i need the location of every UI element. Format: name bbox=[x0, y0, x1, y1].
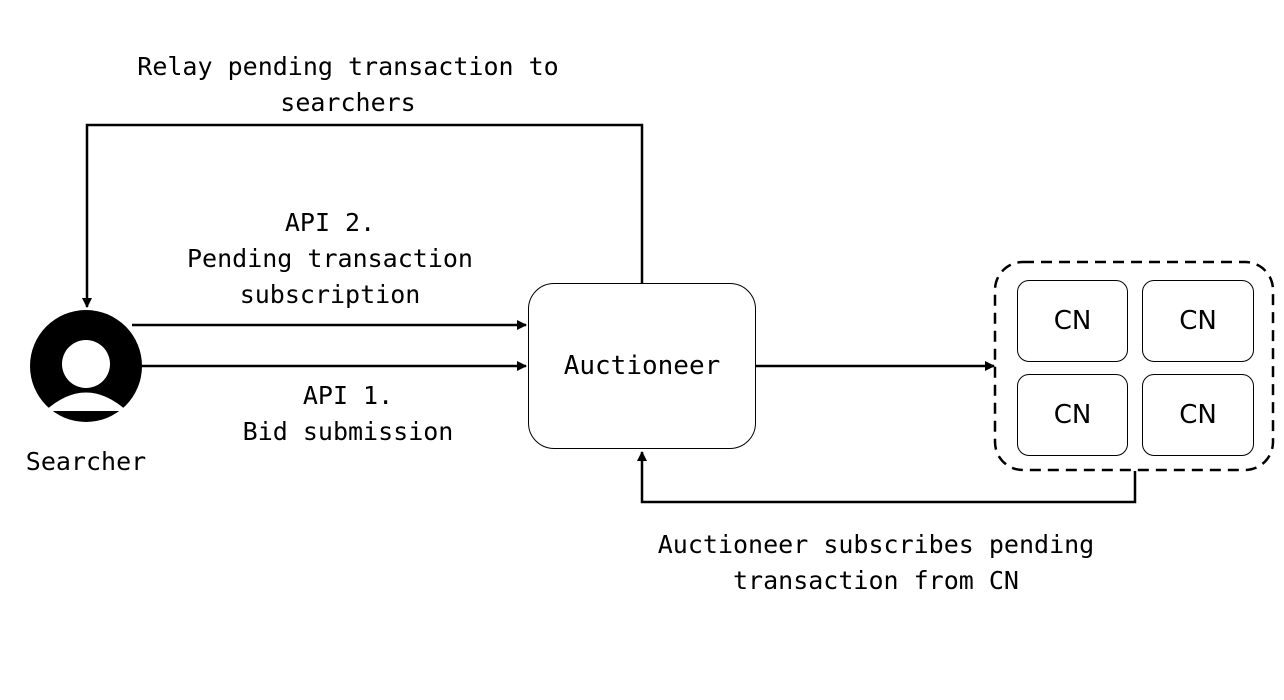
api2-label: API 2. Pending transaction subscription bbox=[130, 205, 530, 313]
auctioneer-label: Auctioneer bbox=[563, 351, 721, 381]
api2-label-line1: API 2. bbox=[284, 208, 376, 237]
cn-node: CN bbox=[1017, 280, 1128, 362]
cn-node: CN bbox=[1142, 280, 1254, 362]
cn-to-auctioneer-arrow bbox=[637, 451, 1137, 504]
api2-label-line3: subscription bbox=[239, 280, 421, 309]
auctioneer-node: Auctioneer bbox=[528, 283, 756, 449]
api2-label-line2: Pending transaction bbox=[187, 244, 473, 273]
cn-label: CN bbox=[1179, 400, 1217, 430]
user-avatar-icon bbox=[30, 310, 142, 422]
cn-label: CN bbox=[1053, 306, 1092, 336]
relay-arrow bbox=[82, 123, 644, 308]
cn-node: CN bbox=[1142, 374, 1254, 456]
cn-label: CN bbox=[1053, 400, 1092, 430]
cn-node: CN bbox=[1017, 374, 1128, 456]
cn-cluster bbox=[993, 260, 1275, 472]
cn-subscription-label-line2: transaction from CN bbox=[733, 566, 1019, 595]
cn-label: CN bbox=[1179, 306, 1217, 336]
cn-subscription-label: Auctioneer subscribes pending transactio… bbox=[606, 527, 1146, 599]
relay-label-line2: searchers bbox=[280, 88, 416, 117]
searcher-label: Searcher bbox=[25, 447, 147, 476]
api1-label-line2: Bid submission bbox=[242, 417, 454, 446]
api1-label: API 1. Bid submission bbox=[148, 378, 548, 450]
relay-label-line1: Relay pending transaction to bbox=[137, 52, 559, 81]
api1-label-line1: API 1. bbox=[302, 381, 394, 410]
relay-label: Relay pending transaction to searchers bbox=[98, 49, 598, 121]
cn-subscription-label-line1: Auctioneer subscribes pending bbox=[657, 530, 1095, 559]
